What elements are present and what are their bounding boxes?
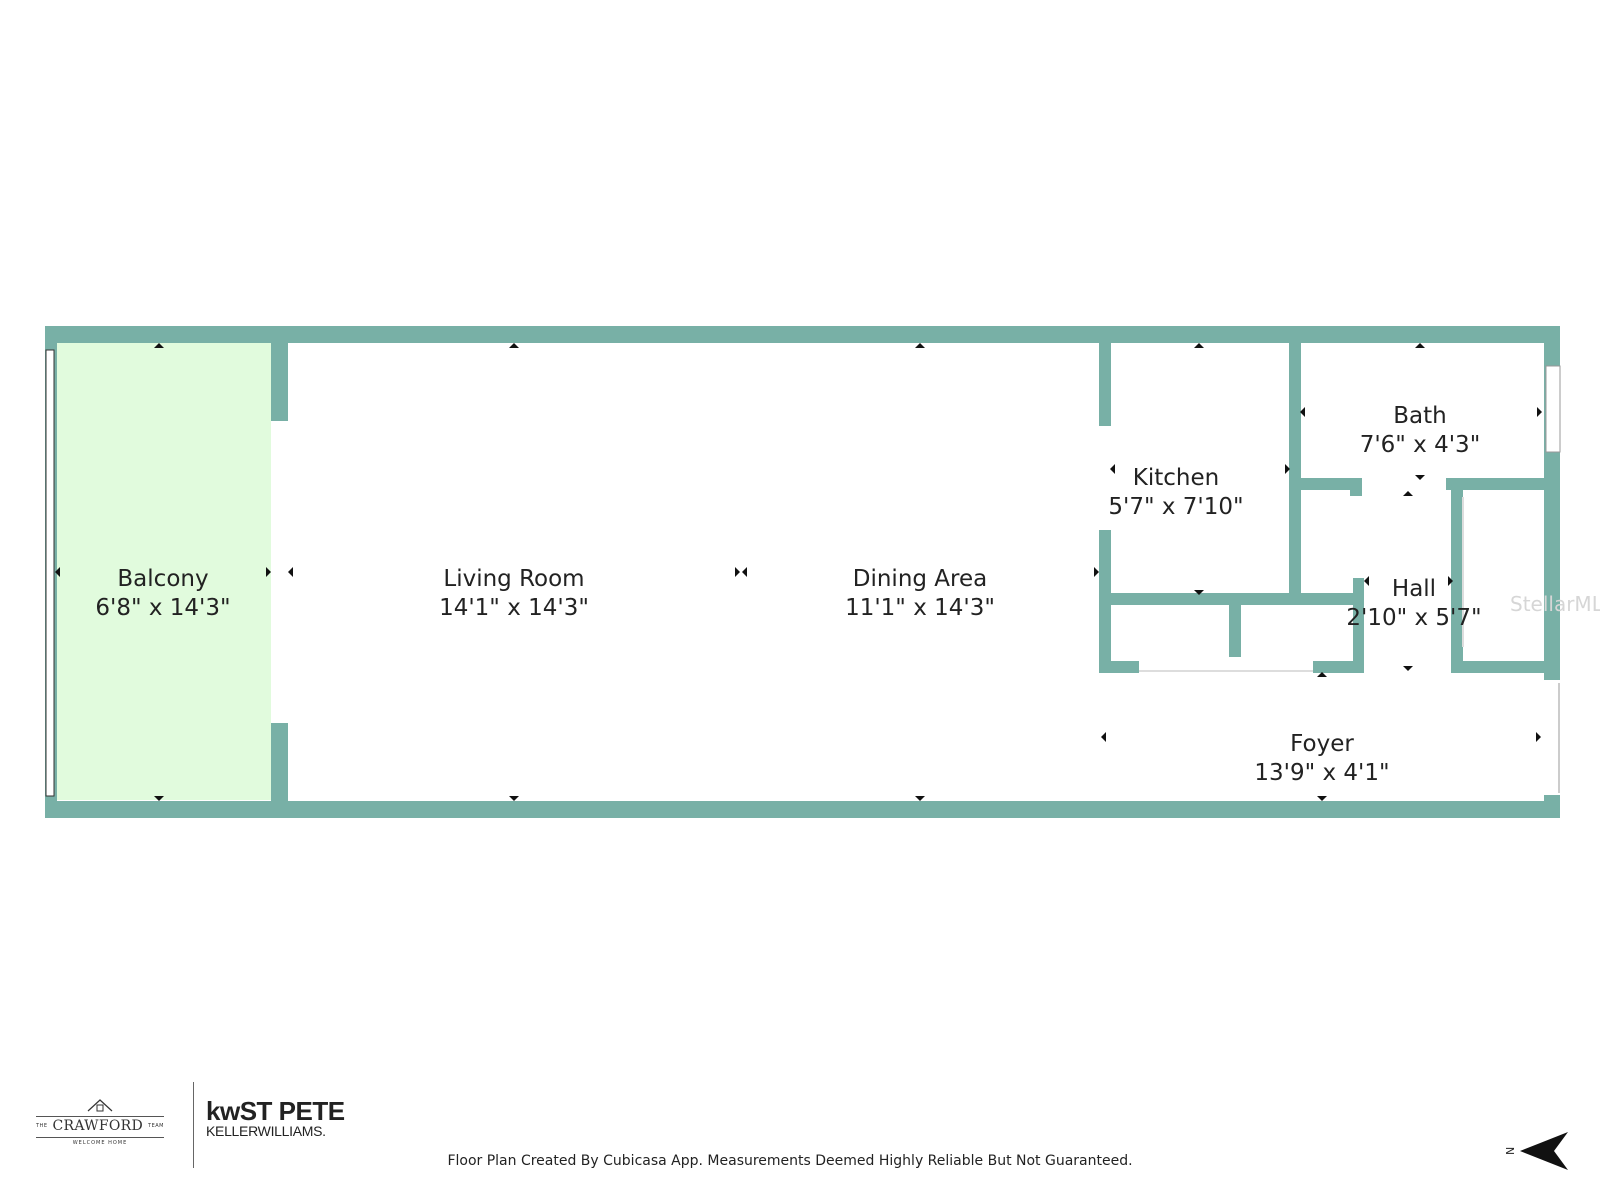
tick-marker xyxy=(509,343,519,348)
room-size-living: 14'1" x 14'3" xyxy=(439,595,589,621)
tick-marker xyxy=(1300,407,1305,417)
tick-marker xyxy=(1317,796,1327,801)
tick-marker xyxy=(1285,464,1290,474)
bath-window xyxy=(1545,365,1561,453)
compass-label: N xyxy=(1504,1147,1517,1155)
tick-marker xyxy=(1094,567,1099,577)
tick-marker xyxy=(1415,343,1425,348)
footer-disclaimer: Floor Plan Created By Cubicasa App. Meas… xyxy=(447,1153,1133,1169)
wall-kitchen-bottom xyxy=(1099,593,1355,605)
logo-name: CRAWFORD xyxy=(52,1118,144,1134)
tick-marker xyxy=(154,343,164,348)
kitchen-west-opening xyxy=(1099,426,1111,530)
kw-office: ST PETE xyxy=(239,1096,345,1126)
balcony-door-opening xyxy=(271,421,288,723)
room-name-balcony: Balcony xyxy=(117,566,208,592)
room-size-hall: 2'10" x 5'7" xyxy=(1346,605,1481,631)
tick-marker xyxy=(915,796,925,801)
crawford-team-logo: THE CRAWFORD TEAM WELCOME HOME xyxy=(36,1099,164,1148)
closet-door-line xyxy=(1139,670,1313,672)
wall-closet-divider xyxy=(1229,605,1241,657)
logo-prefix: THE xyxy=(36,1123,48,1129)
tick-marker xyxy=(1448,576,1453,586)
tick-marker xyxy=(915,343,925,348)
wall-closet-right xyxy=(1353,578,1364,673)
tick-marker xyxy=(1194,590,1204,595)
wall-balcony-upper xyxy=(271,343,288,421)
tick-marker xyxy=(266,567,271,577)
room-size-kitchen: 5'7" x 7'10" xyxy=(1108,494,1243,520)
room-size-bath: 7'6" x 4'3" xyxy=(1360,432,1481,458)
logo-suffix: TEAM xyxy=(148,1123,164,1129)
tick-marker xyxy=(1403,491,1413,496)
room-size-foyer: 13'9" x 4'1" xyxy=(1254,760,1389,786)
watermark: StellarMLS xyxy=(1510,592,1600,616)
wall-kitchen-bath xyxy=(1289,343,1301,596)
logo-tagline: WELCOME HOME xyxy=(72,1140,128,1146)
tick-marker xyxy=(1536,732,1541,742)
logo-rule xyxy=(36,1137,164,1138)
tick-marker xyxy=(1403,666,1413,671)
room-name-dining: Dining Area xyxy=(853,566,988,592)
tick-marker xyxy=(1415,475,1425,480)
tick-marker xyxy=(742,567,747,577)
wall-closet-bottom-left xyxy=(1099,661,1139,673)
room-name-foyer: Foyer xyxy=(1290,731,1354,757)
tick-marker xyxy=(1110,464,1115,474)
kw-brand-a: KELLER xyxy=(206,1123,258,1139)
north-arrow-icon: N xyxy=(1504,1132,1568,1170)
kw-st-pete-logo: kwST PETE KELLERWILLIAMS. xyxy=(206,1098,345,1139)
wall-hall-east xyxy=(1451,490,1463,672)
wall-closet-bottom-right xyxy=(1313,661,1363,673)
balcony-area xyxy=(57,342,272,800)
wall-right-lower xyxy=(1544,795,1560,818)
wall-top xyxy=(45,326,1560,343)
tick-marker xyxy=(154,796,164,801)
kw-mark: kw xyxy=(206,1096,240,1126)
logo-rule xyxy=(36,1116,164,1117)
wall-bottom xyxy=(45,801,1560,818)
wall-hall-closet-bottom xyxy=(1451,661,1546,673)
tick-marker xyxy=(509,796,519,801)
kw-brand-b: WILLIAMS. xyxy=(257,1123,326,1139)
wall-bath-bottom-left xyxy=(1289,478,1362,490)
logo-divider xyxy=(193,1082,194,1168)
wall-bath-bottom-right xyxy=(1446,478,1546,490)
room-name-living: Living Room xyxy=(443,566,584,592)
room-name-bath: Bath xyxy=(1393,403,1446,429)
wall-kitchen-west-upper xyxy=(1099,343,1111,426)
dimension-ticks xyxy=(55,343,1542,801)
room-size-balcony: 6'8" x 14'3" xyxy=(95,595,230,621)
room-size-dining: 11'1" x 14'3" xyxy=(845,595,995,621)
sliding-door-balcony xyxy=(45,349,55,797)
tick-marker xyxy=(1317,672,1327,677)
room-name-kitchen: Kitchen xyxy=(1133,465,1219,491)
hall-closet-door-line xyxy=(1462,497,1464,647)
tick-marker xyxy=(735,567,740,577)
house-icon xyxy=(87,1099,113,1112)
wall-balcony-lower xyxy=(271,723,288,803)
foyer-entry-opening xyxy=(1558,683,1560,793)
tick-marker xyxy=(288,567,293,577)
room-name-hall: Hall xyxy=(1392,576,1436,602)
tick-marker xyxy=(1194,343,1204,348)
tick-marker xyxy=(1537,407,1542,417)
tick-marker xyxy=(1364,576,1369,586)
wall-bath-door-stub xyxy=(1350,478,1362,496)
tick-marker xyxy=(55,567,60,577)
tick-marker xyxy=(1101,732,1106,742)
